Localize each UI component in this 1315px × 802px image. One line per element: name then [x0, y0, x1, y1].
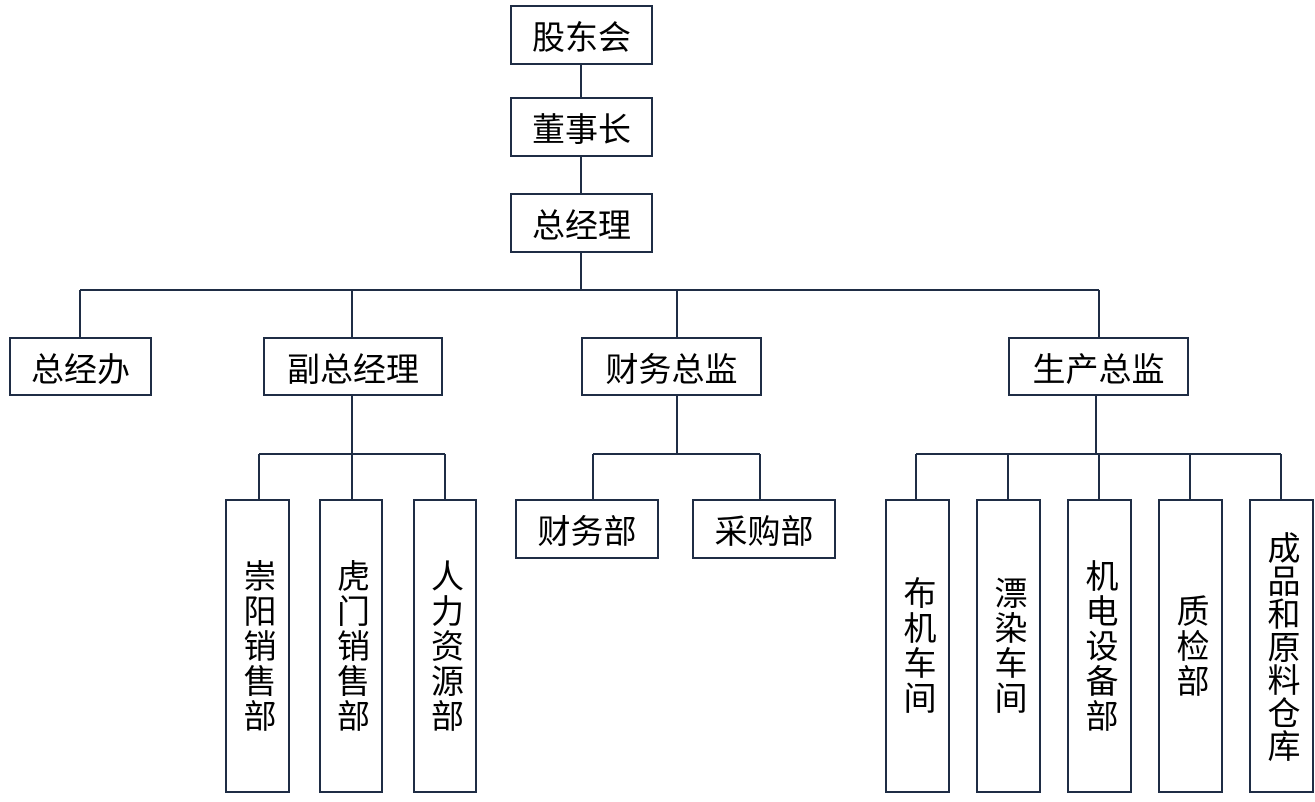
node-hr: 人力资源部 [413, 499, 477, 793]
node-shareholders: 股东会 [510, 5, 653, 65]
node-general-manager: 总经理 [510, 193, 653, 253]
node-weaving: 布机车间 [885, 499, 950, 793]
node-label: 股东会 [532, 18, 631, 57]
node-dyeing: 漂染车间 [976, 499, 1041, 793]
node-label: 人力资源部 [425, 558, 465, 734]
node-label: 采购部 [714, 512, 814, 551]
node-chongyang-sales: 崇阳销售部 [225, 499, 290, 793]
node-finance: 财务部 [515, 499, 659, 559]
node-label: 质检部 [1171, 593, 1210, 699]
node-label: 成品和原料仓库 [1262, 530, 1301, 762]
node-label: 漂染车间 [989, 576, 1028, 716]
node-production-director: 生产总监 [1008, 337, 1189, 396]
node-label: 财务总监 [605, 349, 738, 389]
node-label: 机电设备部 [1080, 558, 1119, 734]
node-label: 董事长 [532, 110, 631, 149]
node-gm-office: 总经办 [9, 337, 152, 396]
node-label: 总经理 [532, 206, 631, 245]
node-humen-sales: 虎门销售部 [319, 499, 383, 793]
node-warehouse: 成品和原料仓库 [1249, 499, 1314, 793]
node-label: 虎门销售部 [331, 558, 371, 734]
node-label: 生产总监 [1032, 349, 1165, 389]
node-label: 崇阳销售部 [238, 558, 277, 734]
node-cfo: 财务总监 [581, 337, 762, 396]
node-chairman: 董事长 [510, 97, 653, 157]
node-qc: 质检部 [1158, 499, 1223, 793]
node-label: 总经办 [31, 349, 130, 389]
node-label: 财务部 [537, 512, 637, 551]
node-mechanical: 机电设备部 [1067, 499, 1132, 793]
node-label: 副总经理 [287, 349, 419, 389]
node-purchasing: 采购部 [692, 499, 836, 559]
node-label: 布机车间 [898, 576, 937, 716]
node-deputy-gm: 副总经理 [263, 337, 443, 396]
